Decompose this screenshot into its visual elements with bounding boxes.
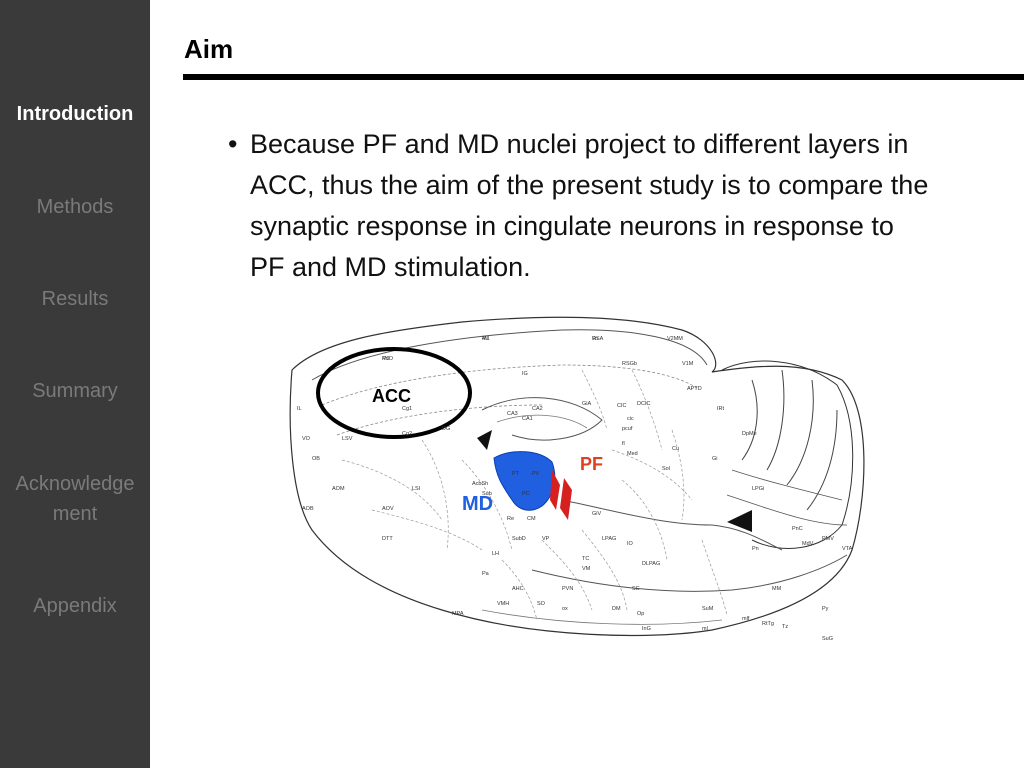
atlas-region-label: SubD (512, 536, 526, 542)
atlas-region-label: CIC (617, 403, 627, 409)
atlas-region-label: PV (532, 471, 540, 477)
atlas-region-label: V2MM (667, 336, 683, 342)
nav-item-summary[interactable]: Summary (32, 380, 118, 402)
nav-item-introduction[interactable]: Introduction (16, 103, 134, 125)
atlas-region-label: SuG (822, 636, 833, 642)
atlas-region-label: Sub (482, 491, 492, 497)
atlas-region-label: DLPAG (642, 561, 660, 567)
atlas-region-label: Cg2 (402, 431, 412, 437)
atlas-region-label: AOM (332, 486, 345, 492)
atlas-region-label: GiV (592, 511, 602, 517)
atlas-region-label: PMV (822, 536, 834, 542)
atlas-region-label: RSGb (622, 361, 637, 367)
atlas-region-label: DTT (382, 536, 393, 542)
atlas-region-label: PnO (382, 356, 394, 362)
nav-item-methods[interactable]: Methods (36, 196, 114, 218)
atlas-region-label: TC (582, 556, 589, 562)
atlas-region-label: LPAG (602, 536, 616, 542)
atlas-region-label: IRt (717, 406, 725, 412)
atlas-region-label: CA1 (522, 416, 533, 422)
atlas-region-label: AOB (302, 506, 314, 512)
atlas-region-label: IO (627, 541, 634, 547)
atlas-region-label: AOV (382, 506, 394, 512)
atlas-region-label: SO (537, 601, 546, 607)
sidebar-nav: Introduction Methods Results Summary Ack… (0, 0, 150, 768)
atlas-region-label: CM (527, 516, 536, 522)
atlas-region-label: mlf (742, 616, 750, 622)
atlas-region-label: LPGi (752, 486, 764, 492)
atlas-region-label: GiA (582, 401, 592, 407)
atlas-region-label: ox (562, 606, 568, 612)
atlas-region-label: VP (542, 536, 550, 542)
atlas-region-label: APTD (687, 386, 702, 392)
atlas-region-label: OB (312, 456, 320, 462)
atlas-region-label: pcuf (622, 426, 633, 432)
atlas-region-label: V1M (682, 361, 694, 367)
atlas-region-label: DG (442, 426, 450, 432)
atlas-region-label: DpMe (742, 431, 757, 437)
atlas-region-label: LSV (342, 436, 353, 442)
atlas-region-label: Med (627, 451, 638, 457)
atlas-region-label: VO (302, 436, 311, 442)
atlas-region-label: MdV (802, 541, 814, 547)
atlas-region-label: cic (627, 416, 634, 422)
atlas-region-label: AcbSh (472, 481, 488, 487)
slide-title: Aim (184, 34, 234, 64)
atlas-region-label: Cu (672, 446, 679, 452)
atlas-region-label: ml (702, 626, 708, 632)
atlas-region-label: PnC (792, 526, 803, 532)
bullet-point: • Because PF and MD nuclei project to di… (228, 124, 928, 288)
atlas-region-label: LSI (412, 486, 421, 492)
atlas-region-label: Re (507, 516, 514, 522)
title-divider (183, 74, 1024, 80)
atlas-region-label: Pn (752, 546, 759, 552)
atlas-region-label: DM (612, 606, 621, 612)
atlas-region-label: Op (637, 611, 644, 617)
nav-item-acknowledgement[interactable]: Acknowledge ment (15, 473, 135, 525)
atlas-region-label: Py (822, 606, 829, 612)
atlas-region-label: RtTg (762, 621, 774, 627)
atlas-region-label: VMH (497, 601, 509, 607)
md-label: MD (462, 493, 493, 515)
atlas-region-label: Cg1 (402, 406, 412, 412)
atlas-region-label: VM (582, 566, 591, 572)
atlas-region-label: Gi (712, 456, 718, 462)
atlas-region-label: PC (522, 491, 530, 497)
atlas-region-label: RSA (592, 336, 604, 342)
atlas-region-label: LH (492, 551, 499, 557)
atlas-region-label: M2 (382, 356, 390, 362)
atlas-region-label: IG (522, 371, 528, 377)
atlas-region-label: Sol (662, 466, 670, 472)
atlas-region-label: 7n (592, 336, 598, 342)
atlas-region-label: Pa (482, 571, 490, 577)
atlas-region-label: SuM (702, 606, 714, 612)
atlas-region-label: IL (297, 406, 302, 412)
bullet-text: Because PF and MD nuclei project to diff… (250, 129, 929, 282)
nav-item-results[interactable]: Results (41, 288, 109, 310)
atlas-region-label: VTA (842, 546, 853, 552)
bullet-icon: • (228, 129, 238, 159)
atlas-region-label: CA2 (532, 406, 543, 412)
atlas-region-label: DCIC (637, 401, 650, 407)
atlas-region-label: MM (772, 586, 782, 592)
atlas-region-label: PVN (562, 586, 573, 592)
atlas-region-label: PT (512, 471, 520, 477)
atlas-region-label: fl (622, 441, 625, 447)
atlas-region-label: Tz (782, 624, 788, 630)
atlas-region-label: 4V (482, 336, 489, 342)
atlas-region-label: MPA (452, 611, 464, 617)
atlas-region-label: SC (632, 586, 640, 592)
atlas-region-label: InG (642, 626, 651, 632)
nav-item-appendix[interactable]: Appendix (33, 595, 117, 617)
atlas-region-label: M1 (482, 336, 490, 342)
pf-label: PF (580, 454, 603, 474)
acc-label: ACC (372, 386, 411, 406)
atlas-region-label: CA3 (507, 411, 518, 417)
atlas-region-label: AHC (512, 586, 524, 592)
